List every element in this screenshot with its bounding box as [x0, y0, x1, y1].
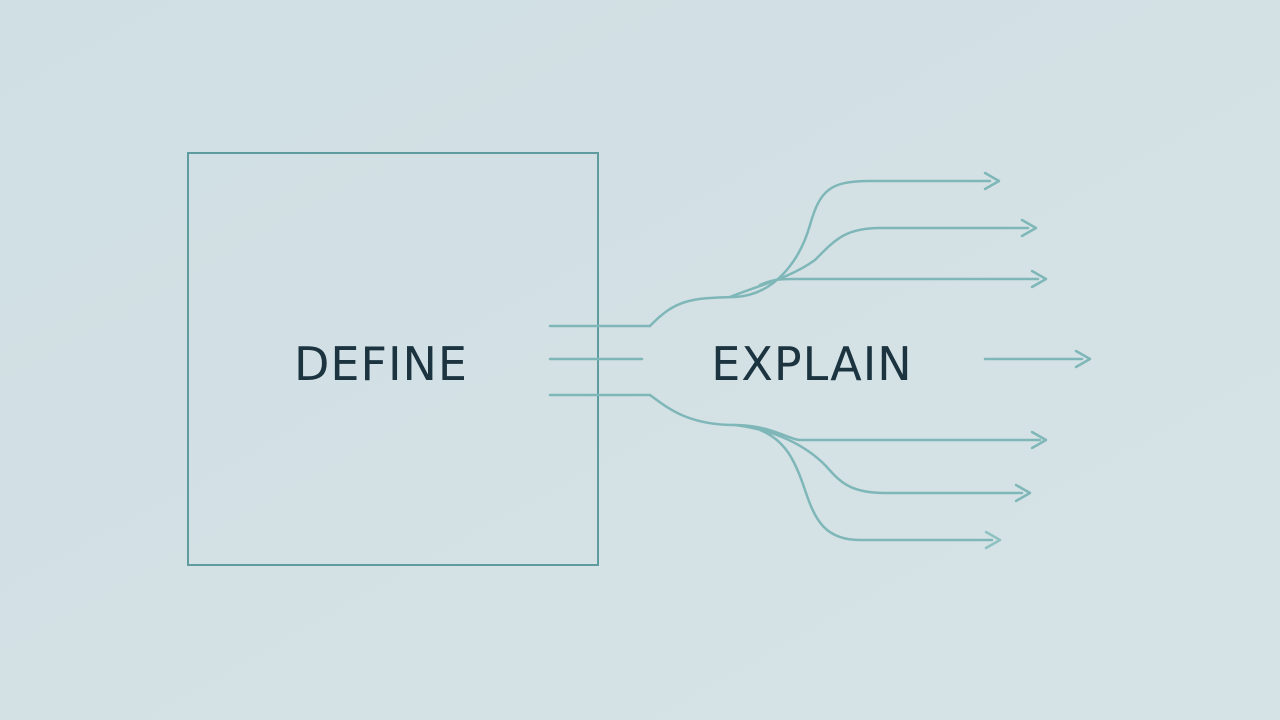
branch-upper-1	[648, 179, 992, 328]
branch-lower-2	[733, 423, 1024, 495]
arrowhead-lower-3	[984, 530, 1002, 550]
explain-label: EXPLAIN	[711, 337, 912, 391]
define-label: DEFINE	[294, 337, 468, 391]
arrowhead-upper-1	[983, 171, 1001, 191]
arrowhead-upper-3	[1030, 269, 1048, 289]
arrowhead-upper-2	[1020, 218, 1038, 238]
arrowhead-middle	[1074, 349, 1092, 369]
arrowhead-lower-1	[1030, 430, 1048, 450]
branch-upper-2	[728, 226, 1030, 299]
branch-upper-3	[758, 277, 1040, 287]
branch-lower-3	[758, 428, 994, 542]
arrowhead-lower-2	[1014, 483, 1032, 503]
